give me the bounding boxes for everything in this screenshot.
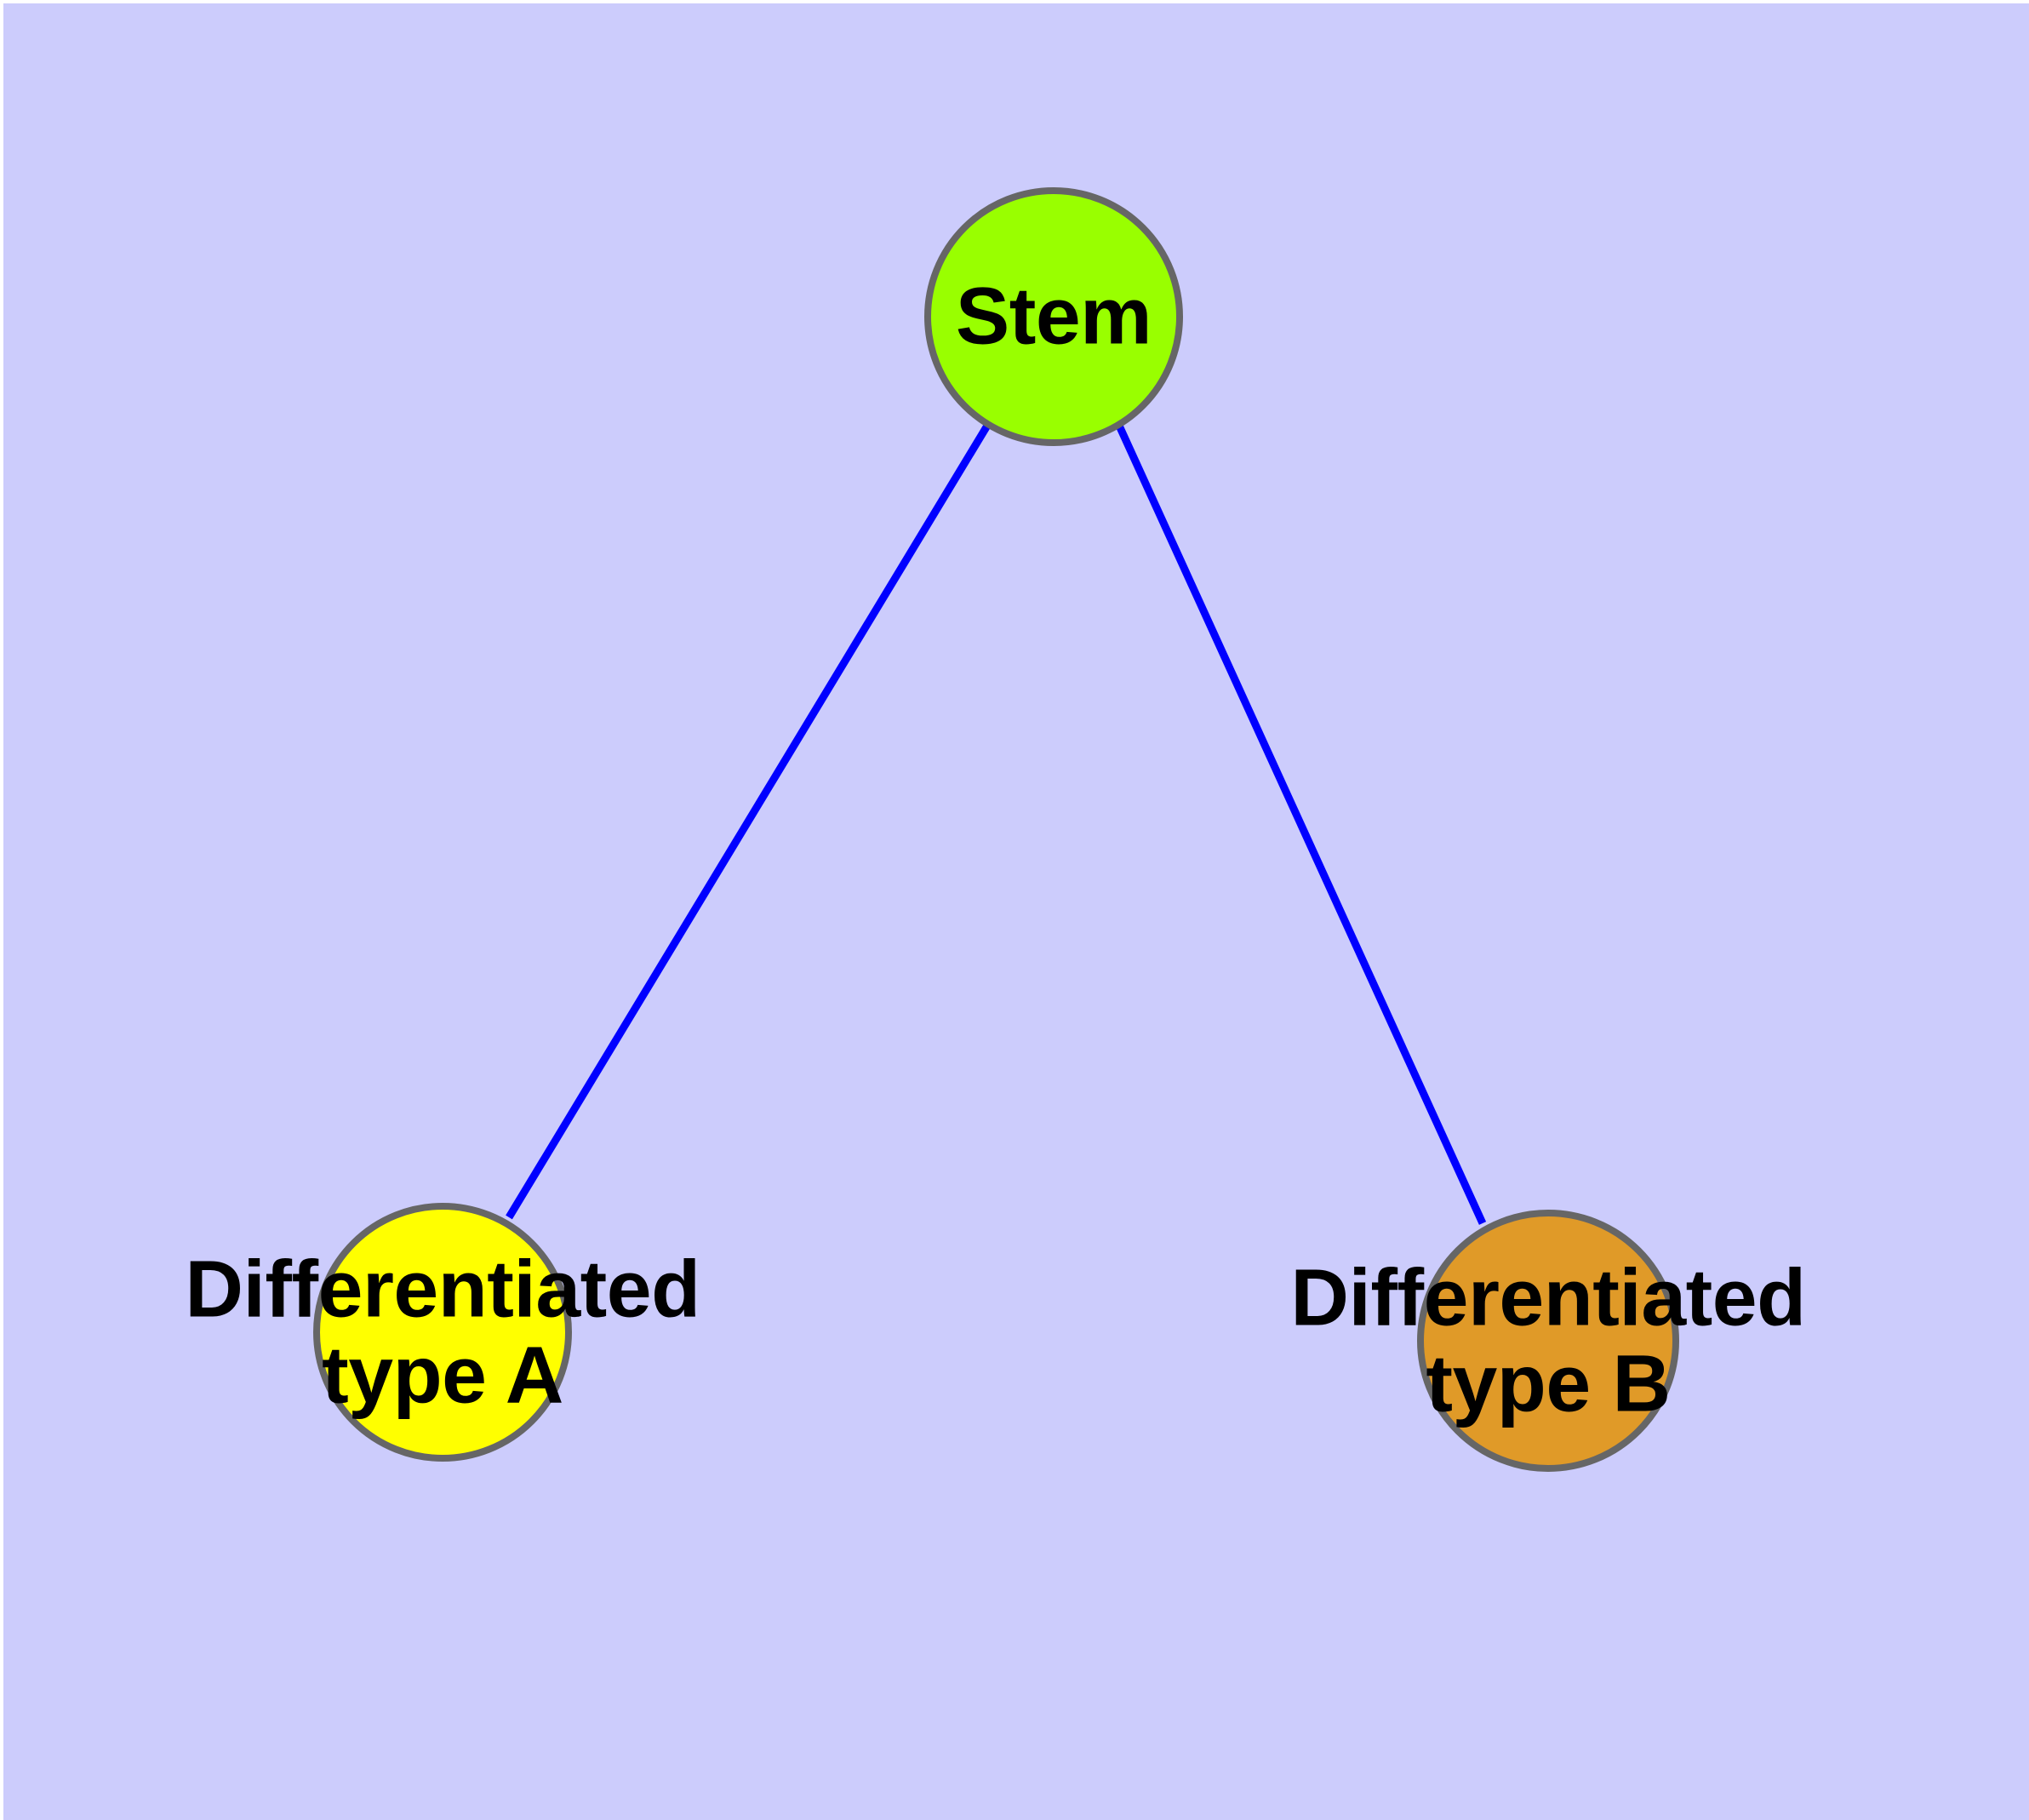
- node-label-differentiated-type-b: Differentiated type B: [1290, 1252, 1806, 1428]
- node-label-stem: Stem: [955, 271, 1152, 362]
- edge-stem-to-differentiated-type-a: [506, 423, 991, 1220]
- node-label-differentiated-type-a: Differentiated type A: [185, 1244, 700, 1420]
- node-differentiated-type-b[interactable]: [1417, 1210, 1679, 1472]
- node-differentiated-type-a[interactable]: [313, 1203, 572, 1462]
- edge-stem-to-differentiated-type-b: [1115, 424, 1487, 1225]
- node-stem[interactable]: [924, 187, 1183, 446]
